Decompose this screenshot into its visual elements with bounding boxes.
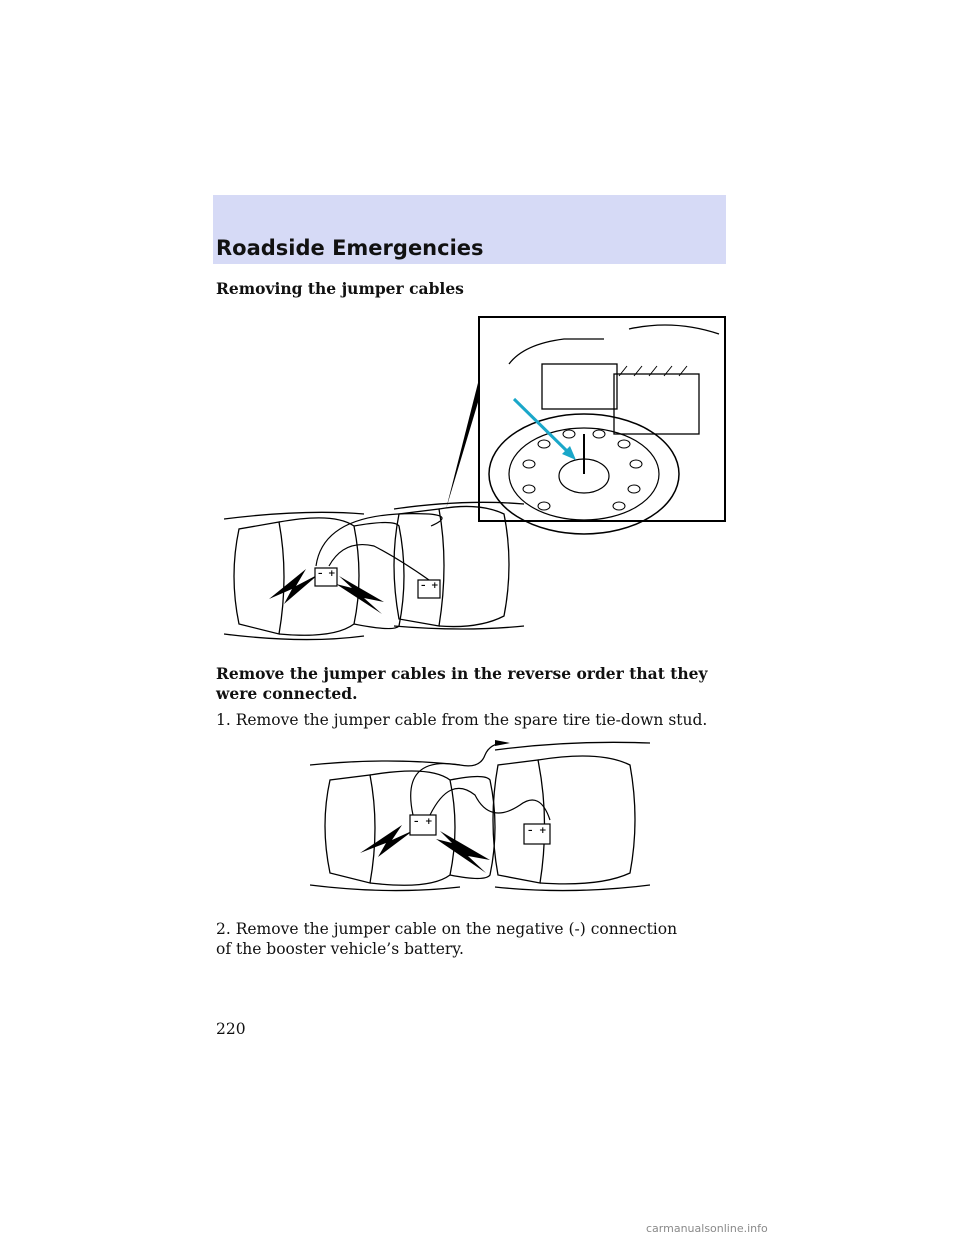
step-1-text: 1. Remove the jumper cable from the spar… <box>216 711 708 729</box>
battery-terminal-negative: – <box>318 569 323 579</box>
battery-terminal-positive: + <box>328 569 336 579</box>
battery-terminal-positive: + <box>425 817 433 827</box>
intro-text: Remove the jumper cables in the reverse … <box>216 664 708 703</box>
battery-terminal-negative: – <box>414 817 419 827</box>
section-title: Removing the jumper cables <box>216 279 464 298</box>
battery-terminal-positive: + <box>539 826 547 836</box>
battery-terminal-positive: + <box>431 581 439 591</box>
footer-watermark: carmanualsonline.info <box>646 1222 768 1235</box>
figure-jumper-cables-trunk: – + – + <box>224 316 726 641</box>
step-2-text: 2. Remove the jumper cable on the negati… <box>216 920 678 958</box>
figure-jumper-cables-step-2: – + – + <box>310 740 650 892</box>
page-number: 220 <box>216 1020 246 1038</box>
header-band <box>213 195 726 264</box>
page-header-title: Roadside Emergencies <box>216 236 484 260</box>
battery-terminal-negative: – <box>421 581 426 591</box>
battery-terminal-negative: – <box>528 826 533 836</box>
